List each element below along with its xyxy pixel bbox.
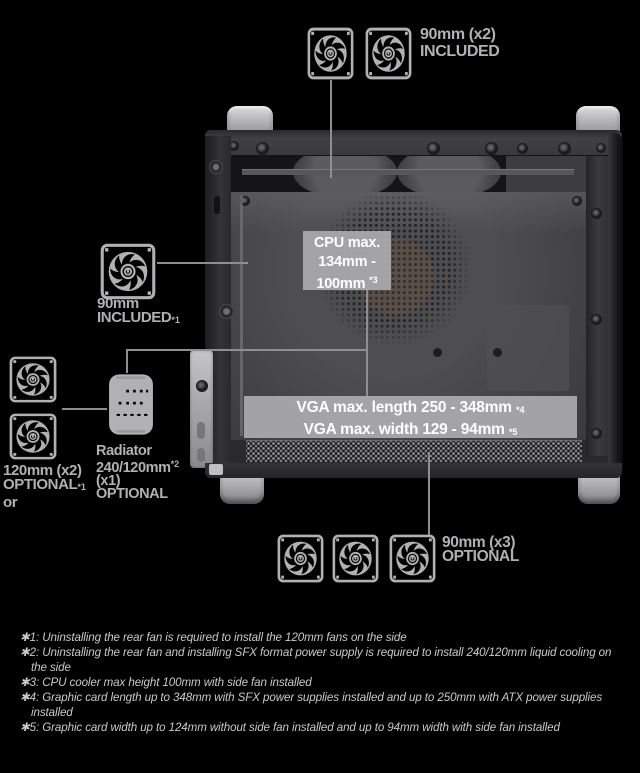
screw-icon — [572, 196, 582, 206]
bracket-slot — [197, 448, 205, 462]
fan-icon — [277, 534, 324, 583]
screw-icon — [591, 428, 602, 439]
screw-icon — [558, 142, 571, 155]
pointer-line-radiator — [126, 349, 368, 351]
bottom-fans-size: 90mm (x3) — [442, 534, 516, 551]
side-120-size: 120mm (x2) — [3, 462, 82, 479]
bottom-fans-status: OPTIONAL — [442, 548, 519, 565]
pointer-line-cpu-vga — [366, 289, 368, 398]
mount-hole — [493, 348, 502, 357]
pointer-line-bottom-fans — [428, 452, 430, 536]
case-front-panel-edge — [608, 133, 623, 477]
footnote-3: ✱3: CPU cooler max height 100mm with sid… — [20, 675, 626, 690]
footnote-marker: ✱4: — [20, 691, 40, 704]
cpu-clearance-max: 134mm - — [318, 253, 376, 270]
top-fans-status: INCLUDED — [420, 43, 500, 60]
radiator-title: Radiator — [96, 443, 152, 459]
footnote-text: Graphic card length up to 348mm with SFX… — [31, 691, 603, 719]
thumbscrew-icon — [209, 160, 223, 174]
footnote-text: CPU cooler max height 100mm with side fa… — [42, 676, 312, 689]
fan-bracket — [242, 169, 574, 175]
screw-icon — [196, 380, 208, 392]
rail-slot — [214, 196, 220, 214]
screw-icon — [596, 143, 606, 153]
footnote-ref: *3 — [369, 275, 378, 285]
case-bottom-rail — [205, 463, 622, 478]
footnote-ref: *4 — [516, 405, 525, 415]
footnote-text: Uninstalling the rear fan is required to… — [42, 631, 407, 644]
mount-hole — [433, 348, 442, 357]
screw-icon — [517, 143, 528, 154]
side-120-or: or — [3, 494, 18, 511]
bracket-slot — [197, 422, 205, 439]
top-fans-label: 90mm (x2) INCLUDED — [420, 26, 500, 60]
footnote-5: ✱5: Graphic card width up to 124mm witho… — [20, 720, 626, 735]
radiator-qty: (x1) — [96, 473, 121, 489]
footnote-marker: ✱2: — [20, 646, 40, 659]
radiator-status: OPTIONAL — [96, 486, 168, 502]
footnote-2: ✱2: Uninstalling the rear fan and instal… — [20, 645, 626, 675]
footnote-ref: *5 — [508, 427, 518, 437]
bottom-fans-label: 90mm (x3) OPTIONAL — [442, 534, 519, 565]
bottom-vent-mesh — [246, 440, 582, 462]
footnote-ref: *1 — [77, 481, 86, 492]
pointer-line-top-fans — [330, 80, 332, 178]
footnote-marker: ✱3: — [20, 676, 40, 689]
screw-icon — [591, 208, 602, 219]
radiator-size: 240/120mm*2 — [96, 459, 180, 476]
side-fan-label: 90mm INCLUDED*1 — [97, 295, 180, 327]
footnotes-block: ✱1: Uninstalling the rear fan is require… — [20, 630, 626, 735]
cpu-clearance-title: CPU max. — [313, 235, 381, 251]
pointer-line-120-fans — [62, 408, 107, 410]
cpu-clearance-min: 100mm *3 — [316, 275, 378, 292]
bottom-latch — [209, 464, 223, 475]
fan-icon — [100, 243, 156, 300]
footnote-1: ✱1: Uninstalling the rear fan is require… — [20, 630, 626, 645]
side-120-fans-label: 120mm (x2) OPTIONAL*1 or — [3, 462, 86, 511]
fan-icon — [9, 413, 57, 460]
side-120-status: OPTIONAL*1 — [3, 475, 86, 493]
screw-icon — [485, 142, 498, 155]
vga-length: VGA max. length 250 - 348mm *4 — [296, 399, 525, 416]
footnote-ref: *1 — [171, 314, 180, 325]
case-right-rail — [586, 156, 610, 456]
side-fan-size: 90mm — [97, 295, 139, 312]
pointer-line-side-fan — [157, 262, 248, 264]
fan-icon — [365, 27, 412, 80]
pointer-line-radiator-stem — [126, 350, 128, 373]
footnote-text: Uninstalling the rear fan and installing… — [31, 646, 612, 674]
screw-icon — [427, 142, 440, 155]
screw-icon — [256, 142, 269, 155]
radiator-icon — [107, 371, 155, 438]
footnote-4: ✱4: Graphic card length up to 348mm with… — [20, 690, 626, 720]
footnote-marker: ✱5: — [20, 721, 40, 734]
top-fans-size: 90mm (x2) — [420, 26, 496, 43]
radiator-label: Radiator 240/120mm*2 (x1) OPTIONAL — [96, 443, 180, 502]
screw-icon — [591, 314, 602, 325]
fan-icon — [389, 534, 436, 583]
cpu-clearance-box: CPU max. 134mm - 100mm *3 — [303, 231, 391, 292]
fan-icon — [307, 27, 354, 80]
vga-width: VGA max. width 129 - 94mm *5 — [303, 421, 518, 438]
case-top-fan-opening — [230, 156, 588, 192]
rear-io-bracket — [190, 350, 213, 468]
side-fan-status: INCLUDED*1 — [97, 308, 180, 326]
footnote-ref: *2 — [170, 459, 180, 469]
footnote-text: Graphic card width up to 124mm without s… — [42, 721, 560, 734]
fan-icon — [9, 356, 57, 403]
fan-icon — [332, 534, 379, 583]
thumbscrew-icon — [219, 304, 234, 319]
vga-clearance-box: VGA max. length 250 - 348mm *4 VGA max. … — [244, 396, 577, 438]
tray-edge-highlight — [240, 196, 243, 436]
tray-panel-patch — [487, 305, 569, 391]
footnote-marker: ✱1: — [20, 631, 40, 644]
